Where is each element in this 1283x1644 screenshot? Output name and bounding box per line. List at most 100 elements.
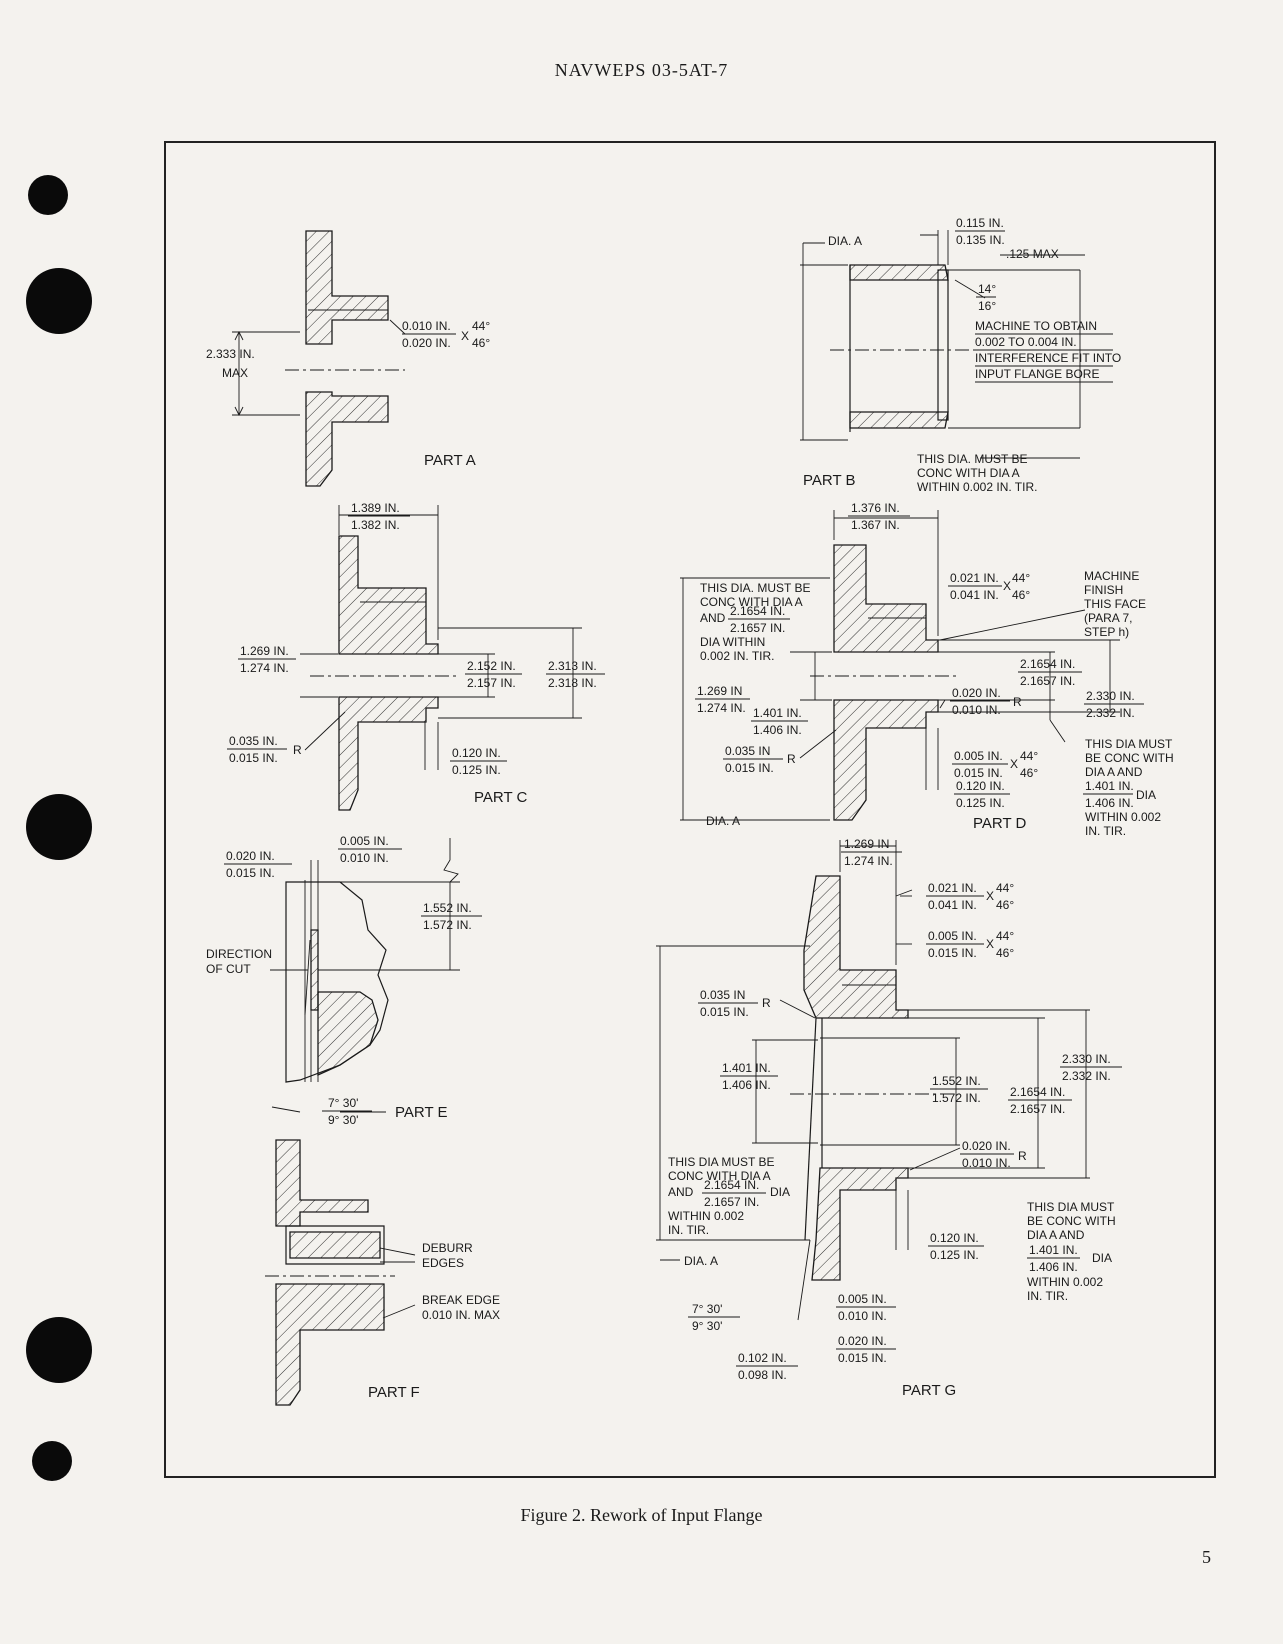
- part-g-s2-bottom: 0.015 IN.: [838, 1351, 887, 1365]
- part-c-rad-top: 0.035 IN.: [229, 734, 278, 748]
- part-g-conc2-5: IN. TIR.: [1027, 1289, 1068, 1303]
- part-g-conc-frac-top: 2.1654 IN.: [704, 1178, 759, 1192]
- part-g-s1-bottom: 0.010 IN.: [838, 1309, 887, 1323]
- part-g-b2-bottom: 1.572 IN.: [932, 1091, 981, 1105]
- part-c-rad-r: R: [293, 743, 302, 757]
- part-e-dim-bottom: 1.572 IN.: [423, 918, 472, 932]
- part-d-conc-2: CONC WITH DIA A: [700, 595, 803, 609]
- part-g-dia-bottom: 2.1657 IN.: [1010, 1102, 1065, 1116]
- part-g-conc-3: AND: [668, 1185, 694, 1199]
- part-g-conc-2: CONC WITH DIA A: [668, 1169, 771, 1183]
- part-a-dim-length-note: MAX: [222, 366, 248, 380]
- part-f-drawing: [265, 1139, 416, 1406]
- part-e-label: PART E: [395, 1104, 448, 1121]
- part-d-conc-frac-bottom: 2.1657 IN.: [730, 621, 785, 635]
- part-d-conc-1: THIS DIA. MUST BE: [700, 581, 810, 595]
- part-g-conc-5: IN. TIR.: [668, 1223, 709, 1237]
- part-c-dia2-bottom: 2.318 IN.: [548, 676, 597, 690]
- part-d-dia-a: DIA. A: [706, 814, 740, 828]
- part-g-bore-bottom: 1.406 IN.: [722, 1078, 771, 1092]
- part-a-drawing: [232, 230, 406, 487]
- part-e-drawing: [270, 838, 460, 1113]
- part-d-machine-4: (PARA 7,: [1084, 611, 1132, 625]
- part-b-machine-4: INPUT FLANGE BORE: [975, 367, 1099, 381]
- part-g-r2: R: [1018, 1149, 1027, 1163]
- part-c-dia1-top: 2.152 IN.: [467, 659, 516, 673]
- part-c-dia2-top: 2.313 IN.: [548, 659, 597, 673]
- part-d-ang1-bottom: 46°: [1012, 588, 1030, 602]
- part-d-conc-4: DIA WITHIN: [700, 635, 765, 649]
- part-b-conc-3: WITHIN 0.002 IN. TIR.: [917, 480, 1037, 494]
- part-d-ch2-top: 0.005 IN.: [954, 749, 1003, 763]
- part-c-thk-top: 0.120 IN.: [452, 746, 501, 760]
- part-g-b2-top: 1.552 IN.: [932, 1074, 981, 1088]
- part-g-ang2-top: 44°: [996, 929, 1014, 943]
- part-g-rad2-bottom: 0.010 IN.: [962, 1156, 1011, 1170]
- part-c-len-bottom: 1.382 IN.: [351, 518, 400, 532]
- part-e-angle-bottom: 9° 30': [328, 1113, 358, 1127]
- binder-hole-3: [26, 794, 92, 860]
- part-g-conc2-4: WITHIN 0.002: [1027, 1275, 1103, 1289]
- part-d-conc2-4: WITHIN 0.002: [1085, 810, 1161, 824]
- page-header: NAVWEPS 03-5AT-7: [554, 60, 729, 80]
- part-g-conc-dia: DIA: [770, 1185, 790, 1199]
- part-a-chamfer-bottom: 0.020 IN.: [402, 336, 451, 350]
- part-e-right-bottom: 0.010 IN.: [340, 851, 389, 865]
- part-g-len-top: 1.269 IN: [844, 837, 889, 851]
- part-b-machine-3: INTERFERENCE FIT INTO: [975, 351, 1121, 365]
- part-g-s1-top: 0.005 IN.: [838, 1292, 887, 1306]
- part-g-rad-top: 0.035 IN: [700, 988, 745, 1002]
- part-g-ch1-top: 0.021 IN.: [928, 881, 977, 895]
- part-b-machine-1: MACHINE TO OBTAIN: [975, 319, 1097, 333]
- part-g-rad2-top: 0.020 IN.: [962, 1139, 1011, 1153]
- part-d-drawing: [680, 510, 1120, 821]
- part-d-rad2-top: 0.020 IN.: [952, 686, 1001, 700]
- part-g-ang1-bottom: 46°: [996, 898, 1014, 912]
- part-g-bore-top: 1.401 IN.: [722, 1061, 771, 1075]
- part-g-x1: X: [986, 889, 994, 903]
- part-d-r1: R: [787, 752, 796, 766]
- part-c-dia1-bottom: 2.157 IN.: [467, 676, 516, 690]
- figure-caption: Figure 2. Rework of Input Flange: [520, 1505, 763, 1525]
- part-g-thk-top: 0.120 IN.: [930, 1231, 979, 1245]
- binder-hole-5: [32, 1441, 72, 1481]
- part-c-rad-bottom: 0.015 IN.: [229, 751, 278, 765]
- part-d-bore-top: 1.269 IN: [697, 684, 742, 698]
- part-d-x1: X: [1003, 579, 1011, 593]
- part-d-ang1-top: 44°: [1012, 571, 1030, 585]
- part-g-dia-top: 2.1654 IN.: [1010, 1085, 1065, 1099]
- part-g-od-bottom: 2.332 IN.: [1062, 1069, 1111, 1083]
- part-b-label: PART B: [803, 472, 856, 489]
- part-a-dim-length: 2.333 IN.: [206, 347, 255, 361]
- part-c-drawing: [300, 505, 582, 811]
- binder-hole-4: [26, 1317, 92, 1383]
- part-g-angle-top: 7° 30': [692, 1302, 722, 1316]
- part-d-machine-2: FINISH: [1084, 583, 1123, 597]
- part-d-rad-bottom: 0.015 IN.: [725, 761, 774, 775]
- part-g-s3-bottom: 0.098 IN.: [738, 1368, 787, 1382]
- part-d-x2: X: [1010, 757, 1018, 771]
- part-d-len-bottom: 1.367 IN.: [851, 518, 900, 532]
- part-d-bore2-bottom: 1.406 IN.: [753, 723, 802, 737]
- part-g-od-top: 2.330 IN.: [1062, 1052, 1111, 1066]
- part-f-deburr-2: EDGES: [422, 1256, 464, 1270]
- part-g-conc2-3: DIA A AND: [1027, 1228, 1085, 1242]
- part-d-conc2-2: BE CONC WITH: [1085, 751, 1174, 765]
- part-b-dim-top: 0.115 IN.: [956, 216, 1004, 230]
- part-b-dia-a: DIA. A: [828, 234, 862, 248]
- part-g-thk-bottom: 0.125 IN.: [930, 1248, 979, 1262]
- part-f-deburr-1: DEBURR: [422, 1241, 473, 1255]
- part-c-thk-bottom: 0.125 IN.: [452, 763, 501, 777]
- part-b-angle-bottom: 16°: [978, 299, 996, 313]
- part-d-thk-bottom: 0.125 IN.: [956, 796, 1005, 810]
- part-d-od-top: 2.330 IN.: [1086, 689, 1135, 703]
- part-g-dia-a: DIA. A: [684, 1254, 718, 1268]
- part-b-angle-top: 14°: [978, 282, 996, 296]
- part-g-s3-top: 0.102 IN.: [738, 1351, 787, 1365]
- part-f-label: PART F: [368, 1384, 420, 1401]
- part-b-max-note: .125 MAX: [1006, 247, 1059, 261]
- part-d-len-top: 1.376 IN.: [851, 501, 900, 515]
- part-d-od-bottom: 2.332 IN.: [1086, 706, 1135, 720]
- part-g-ch2-top: 0.005 IN.: [928, 929, 977, 943]
